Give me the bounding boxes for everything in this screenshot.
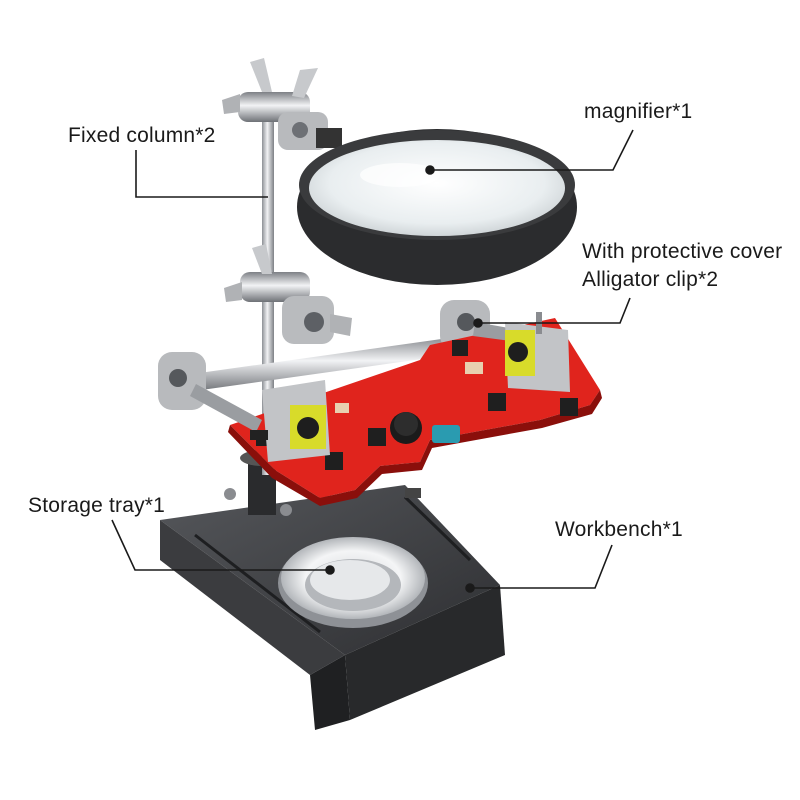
horizontal-arm bbox=[158, 300, 490, 410]
top-clamp bbox=[222, 58, 328, 150]
magnifier bbox=[297, 128, 577, 285]
alligator-clip-left bbox=[190, 380, 330, 462]
middle-clamp bbox=[224, 244, 352, 344]
alligator-clip-label-line1: With protective cover bbox=[582, 240, 783, 263]
fixed-column-label: Fixed column*2 bbox=[68, 124, 216, 147]
leader-lines bbox=[111, 129, 634, 593]
workbench-label: Workbench*1 bbox=[555, 518, 683, 541]
storage-tray-label: Storage tray*1 bbox=[28, 494, 166, 517]
alligator-clip-label-line2: Alligator clip*2 bbox=[582, 268, 719, 291]
storage-tray bbox=[278, 537, 428, 628]
alligator-clip-right bbox=[473, 312, 570, 392]
magnifier-label: magnifier*1 bbox=[584, 100, 693, 123]
